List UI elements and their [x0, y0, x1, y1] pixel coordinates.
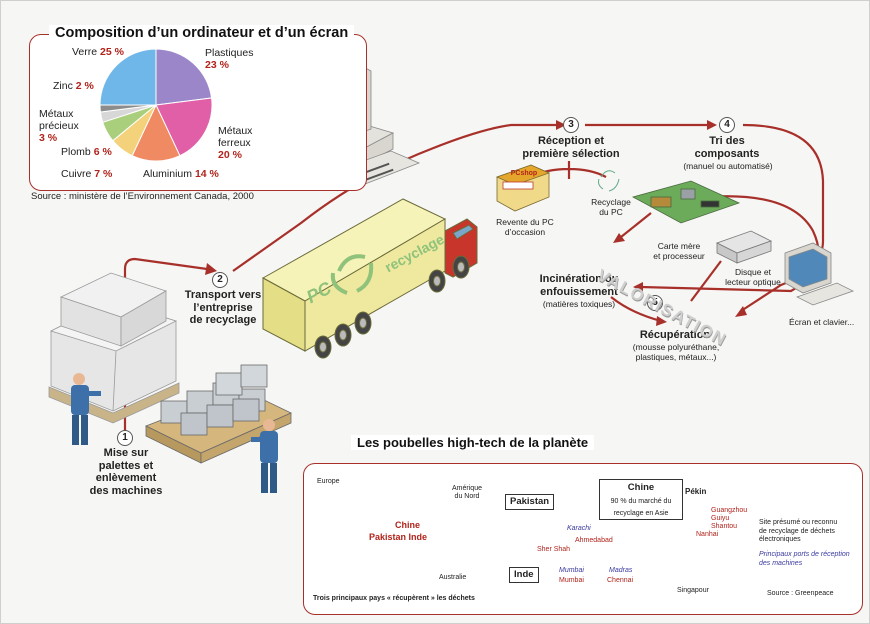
label-aluminium: Aluminium 14 % [143, 168, 219, 180]
arrow-disque [690, 260, 722, 302]
map-madras: Madras [609, 567, 633, 574]
step-3-number: 3 [563, 117, 579, 133]
step-5-title: Récupération [639, 329, 711, 341]
motherboard [631, 180, 741, 224]
globe-caption: Trois principaux pays « récupèrent » les… [313, 595, 475, 602]
worker-left [71, 373, 101, 445]
truck [261, 198, 478, 359]
pc-shop [495, 164, 551, 212]
monitors-pallet [145, 364, 292, 464]
map-karachi: Karachi [567, 525, 591, 532]
poubelles-title: Les poubelles high-tech de la planète [351, 435, 595, 450]
map-ahmedabad: Ahmedabad [575, 537, 613, 544]
globe-australie: Australie [439, 574, 467, 581]
map-mumbai-site: Mumbai [559, 577, 584, 584]
step-5-sub: (mousse polyuréthane,plastiques, métaux.… [632, 342, 720, 362]
disk-drive [715, 230, 773, 264]
monitor-keyboard [784, 242, 855, 306]
globe-europe: Europe [317, 478, 340, 485]
step-4-sub: (manuel ou automatisé) [683, 161, 773, 171]
arrow-to-carte [620, 212, 652, 238]
map-pekin: Pékin [685, 487, 707, 496]
label-verre: Verre 25 % [72, 46, 124, 58]
arrow-to-recup [610, 296, 662, 323]
globe-pakistan-inde: Pakistan Inde [369, 532, 428, 542]
step-2-number: 2 [212, 272, 228, 288]
label-cuivre: Cuivre 7 % [61, 168, 113, 180]
map-nanhai: Nanhai [696, 531, 719, 538]
composition-source: Source : ministère de l’Environnement Ca… [31, 191, 254, 202]
label-zinc: Zinc 2 % [53, 80, 94, 92]
globe-chine: Chine [395, 520, 421, 530]
step-1-number: 1 [117, 430, 133, 446]
pie-slice-zinc [99, 104, 157, 113]
pie-slice-plastiques [155, 48, 213, 106]
pie-slice-métaux-ferreux [155, 97, 213, 157]
pie-slice-verre [99, 48, 157, 106]
boxes-stack [48, 272, 180, 424]
map-singapour: Singapour [677, 587, 709, 594]
incineration-sub: (matières toxiques) [542, 299, 616, 309]
pc-shop-sign: PCshop [510, 170, 538, 177]
arrow-2-to-3 [232, 123, 556, 272]
arrow-1-to-2 [123, 257, 208, 431]
map-chine-box: Chine 90 % du marché du recyclage en Asi… [599, 479, 683, 520]
map-mumbai-port: Mumbai [559, 567, 584, 574]
worker-right [251, 419, 278, 493]
label-plomb: Plomb 6 % [61, 146, 112, 158]
composition-pie [99, 48, 213, 162]
map-inde: Inde [509, 567, 539, 583]
composition-title: Composition d’un ordinateur et d’un écra… [49, 25, 355, 41]
step-5-number: 5 [647, 295, 663, 311]
step-4-number: 4 [719, 117, 735, 133]
globe-japon: Japon [425, 505, 446, 512]
ecran-label: Écran et clavier... [789, 317, 855, 327]
map-chennai: Chennai [607, 577, 634, 584]
poubelles-panel [303, 463, 863, 615]
map-pakistan: Pakistan [505, 494, 555, 510]
recycling-icon [330, 254, 374, 295]
map-sher-shah: Sher Shah [537, 546, 571, 553]
recycling-bin-icon [598, 170, 620, 192]
map-source: Source : Greenpeace [767, 590, 834, 597]
